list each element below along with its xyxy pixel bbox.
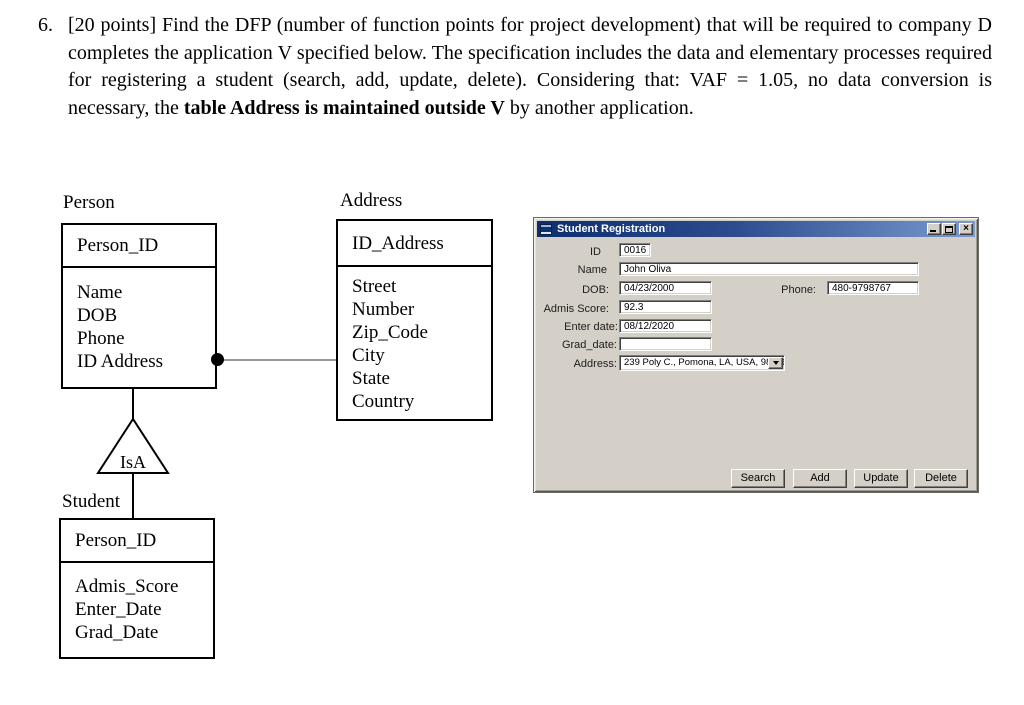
window-titlebar[interactable]: Student Registration × bbox=[537, 221, 975, 237]
id-field[interactable]: 0016 bbox=[619, 243, 651, 257]
add-button[interactable]: Add bbox=[793, 469, 847, 488]
entity-attribute: Country bbox=[352, 391, 415, 412]
connector-person-isa bbox=[132, 388, 134, 419]
update-button[interactable]: Update bbox=[854, 469, 908, 488]
chevron-down-icon bbox=[772, 361, 779, 365]
question-text: [20 points] Find the DFP (number of func… bbox=[68, 12, 992, 122]
person-pk: Person_ID bbox=[63, 225, 215, 268]
entity-box-student: Person_ID Admis_Score Enter_Date Grad_Da… bbox=[59, 518, 215, 659]
window-controls: × bbox=[926, 223, 973, 235]
address-label: Address: bbox=[573, 358, 617, 370]
entity-attribute: State bbox=[352, 368, 390, 389]
entity-attribute: Street bbox=[352, 276, 397, 297]
enter-date-label: Enter date: bbox=[564, 321, 618, 333]
entity-attribute: Zip_Code bbox=[352, 322, 428, 343]
grad-date-label: Grad_date: bbox=[561, 339, 617, 351]
entity-box-address: ID_Address Street Number Zip_Code City S… bbox=[336, 219, 493, 421]
name-field[interactable]: John Oliva bbox=[619, 262, 919, 276]
close-button[interactable]: × bbox=[959, 223, 973, 235]
phone-label: Phone: bbox=[781, 284, 816, 296]
entity-title-student: Student bbox=[62, 491, 121, 512]
question-block: 6. [20 points] Find the DFP (number of f… bbox=[38, 12, 992, 122]
minimize-button[interactable] bbox=[927, 223, 941, 235]
student-attributes: Admis_Score Enter_Date Grad_Date bbox=[61, 563, 213, 644]
isa-label: IsA bbox=[120, 452, 146, 472]
student-registration-window: Student Registration × ID 0016 Name John… bbox=[533, 217, 979, 493]
id-label: ID bbox=[590, 246, 601, 258]
admis-score-field[interactable]: 92.3 bbox=[619, 300, 712, 314]
enter-date-field[interactable]: 08/12/2020 bbox=[619, 319, 712, 333]
close-icon: × bbox=[963, 223, 969, 234]
delete-button[interactable]: Delete bbox=[914, 469, 968, 488]
admis-score-label: Admis Score: bbox=[543, 303, 609, 315]
isa-triangle: IsA bbox=[96, 417, 170, 474]
dob-label: DOB: bbox=[582, 284, 609, 296]
isa-triangle-shape bbox=[96, 417, 170, 474]
question-text-tail: by another application. bbox=[504, 96, 694, 119]
entity-attribute: Enter_Date bbox=[75, 599, 162, 620]
entity-title-address: Address bbox=[340, 190, 403, 211]
entity-box-person: Person_ID Name DOB Phone ID Address bbox=[61, 223, 217, 389]
maximize-button[interactable] bbox=[942, 223, 956, 235]
entity-title-person: Person bbox=[63, 192, 115, 213]
entity-attribute: Grad_Date bbox=[75, 622, 159, 643]
address-dropdown-button[interactable] bbox=[768, 357, 783, 369]
form-icon bbox=[540, 223, 552, 235]
maximize-icon bbox=[945, 226, 953, 233]
question-text-bold: table Address is maintained outside V bbox=[183, 96, 505, 119]
address-combobox[interactable]: 239 Poly C., Pomona, LA, USA, 98766 bbox=[619, 355, 785, 371]
connector-isa-student bbox=[132, 471, 134, 518]
question-text-normal: [20 points] Find the DFP (number of func… bbox=[68, 14, 992, 119]
person-attributes: Name DOB Phone ID Address bbox=[63, 268, 215, 373]
entity-attribute: City bbox=[352, 345, 385, 366]
dob-field[interactable]: 04/23/2000 bbox=[619, 281, 712, 295]
entity-attribute: DOB bbox=[77, 305, 118, 326]
address-pk: ID_Address bbox=[338, 221, 491, 267]
entity-attribute: Number bbox=[352, 299, 415, 320]
connector-person-address bbox=[222, 359, 336, 361]
phone-field[interactable]: 480-9798767 bbox=[827, 281, 919, 295]
student-pk: Person_ID bbox=[61, 520, 213, 563]
address-attributes: Street Number Zip_Code City State Countr… bbox=[338, 267, 491, 413]
entity-attribute: Name bbox=[77, 282, 123, 303]
search-button[interactable]: Search bbox=[731, 469, 785, 488]
entity-attribute: Phone bbox=[77, 328, 125, 349]
window-title: Student Registration bbox=[557, 223, 666, 235]
address-combobox-value: 239 Poly C., Pomona, LA, USA, 98766 bbox=[624, 357, 785, 368]
entity-attribute: ID Address bbox=[77, 351, 164, 372]
grad-date-field[interactable] bbox=[619, 337, 712, 351]
question-number: 6. bbox=[38, 14, 53, 36]
relationship-dot-icon bbox=[211, 353, 224, 366]
name-label: Name bbox=[577, 264, 607, 276]
entity-attribute: Admis_Score bbox=[75, 576, 179, 597]
minimize-icon bbox=[930, 230, 936, 232]
